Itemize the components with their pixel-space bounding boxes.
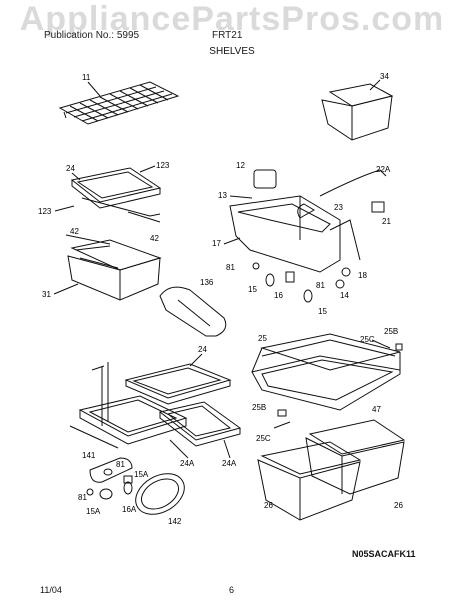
callout-142: 142 xyxy=(168,517,182,526)
callout-123b: 123 xyxy=(38,207,52,216)
callout-25C-a: 25C xyxy=(360,335,375,344)
callout-25: 25 xyxy=(258,334,267,343)
cover-136 xyxy=(159,286,227,337)
callout-16A: 16A xyxy=(122,505,137,514)
control-housing xyxy=(229,169,387,273)
callout-24a: 24 xyxy=(66,164,75,173)
callout-81c: 81 xyxy=(116,460,125,469)
light-lens-142 xyxy=(135,473,185,515)
glass-shelf-upper xyxy=(70,167,162,217)
callout-42b: 42 xyxy=(150,234,159,243)
callout-24A-a: 24A xyxy=(180,459,195,468)
callout-136: 136 xyxy=(200,278,214,287)
shelf-rails xyxy=(91,362,109,426)
crisper-drawer-26-right xyxy=(305,419,406,495)
callout-23: 23 xyxy=(334,203,343,212)
section-title: SHELVES xyxy=(209,46,255,57)
callout-16: 16 xyxy=(274,291,283,300)
callout-18: 18 xyxy=(358,271,367,280)
callout-22A: 22A xyxy=(376,165,391,174)
callout-24b: 24 xyxy=(198,345,207,354)
callout-15a: 15 xyxy=(248,285,257,294)
crisper-drawer-31 xyxy=(67,239,162,301)
callout-25B-b: 25B xyxy=(252,403,266,412)
callout-47: 47 xyxy=(372,405,381,414)
model-number: FRT21 xyxy=(212,30,243,41)
footer-date: 11/04 xyxy=(40,585,62,595)
light-housing-141 xyxy=(89,457,133,483)
glass-shelf-24 xyxy=(124,363,232,405)
glass-shelf-24A-left xyxy=(69,395,188,449)
callout-17: 17 xyxy=(212,239,221,248)
bin-34 xyxy=(321,83,394,141)
callout-14: 14 xyxy=(340,291,349,300)
callout-123a: 123 xyxy=(156,161,170,170)
footer-page: 6 xyxy=(229,585,235,595)
callout-15A-b: 15A xyxy=(86,507,101,516)
callout-24A-b: 24A xyxy=(222,459,237,468)
callout-11: 11 xyxy=(82,73,91,82)
callout-34: 34 xyxy=(380,72,389,81)
callout-81d: 81 xyxy=(78,493,87,502)
callout-25C-b: 25C xyxy=(256,434,271,443)
callout-21: 21 xyxy=(382,217,391,226)
diagram-code: N05SACAFK11 xyxy=(352,549,416,559)
glass-shelf-25 xyxy=(251,333,401,411)
callout-81b: 81 xyxy=(316,281,325,290)
callout-81a: 81 xyxy=(226,263,235,272)
callout-15b: 15 xyxy=(318,307,327,316)
watermark: AppliancePartsPros.com xyxy=(19,0,445,38)
callout-13: 13 xyxy=(218,191,227,200)
callout-42a: 42 xyxy=(70,227,79,236)
callout-25B-a: 25B xyxy=(384,327,398,336)
callout-26b: 26 xyxy=(394,501,403,510)
wire-shelf xyxy=(58,81,180,125)
publication-number: Publication No.: 5995 xyxy=(44,30,140,41)
callout-15A-a: 15A xyxy=(134,470,149,479)
callout-31: 31 xyxy=(42,290,51,299)
glass-shelf-24A-right xyxy=(158,401,242,447)
callout-12: 12 xyxy=(236,161,245,170)
callout-26a: 26 xyxy=(264,501,273,510)
callout-141: 141 xyxy=(82,451,96,460)
